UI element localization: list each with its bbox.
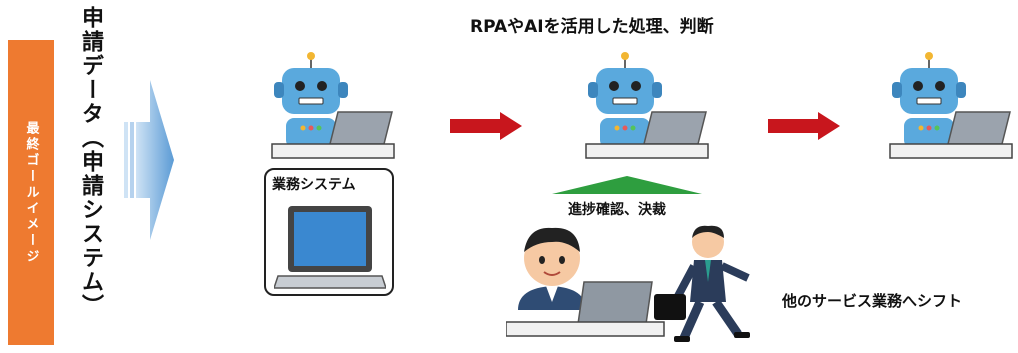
arrow-right-icon — [450, 112, 522, 140]
robot-icon — [585, 52, 709, 159]
application-data-label: 申請データ（申請システム） — [78, 6, 103, 318]
arrow-up-icon — [552, 176, 702, 194]
business-system-box — [264, 168, 394, 296]
shift-to-other-services-label: 他のサービス業務へシフト — [782, 292, 963, 310]
goal-banner-label: 最終ゴールイメージ — [23, 120, 39, 265]
businessman-icon — [654, 225, 750, 342]
progress-approval-label: 進捗確認、決裁 — [568, 202, 666, 218]
top-process-label: RPAやAIを活用した処理、判断 — [470, 17, 714, 37]
worker-icon — [506, 227, 665, 337]
robot-icon — [889, 52, 1013, 159]
application-data-label-box: 申請データ（申請システム） — [68, 6, 112, 346]
arrow-right-icon — [124, 80, 174, 240]
laptop-icon — [274, 206, 386, 289]
goal-banner: 最終ゴールイメージ — [8, 40, 54, 345]
robot-icon — [271, 52, 395, 159]
business-system-label: 業務システム — [272, 177, 356, 193]
arrow-right-icon — [768, 112, 840, 140]
